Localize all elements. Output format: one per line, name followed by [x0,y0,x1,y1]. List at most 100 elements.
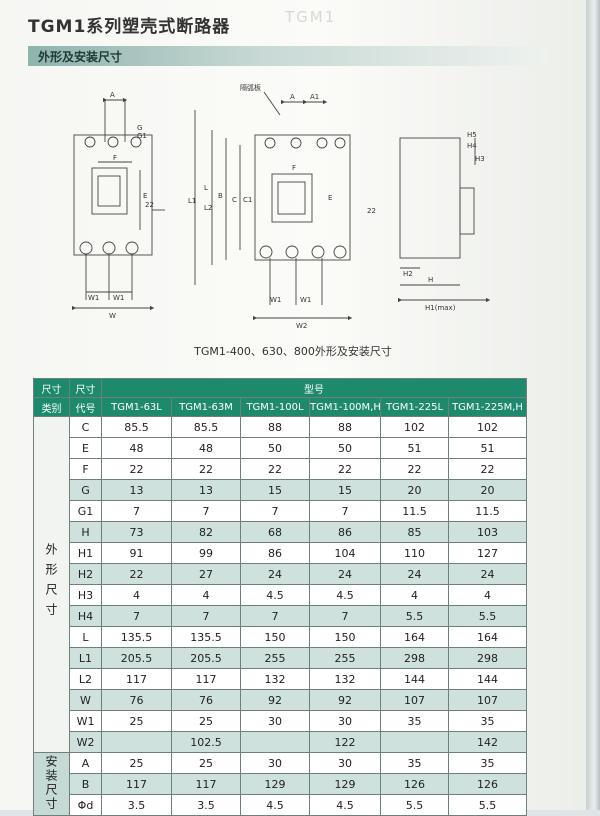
value-cell: 11.5 [448,500,527,522]
model-col: TGM1-63M [171,397,241,417]
value-cell: 15 [309,479,381,501]
svg-text:W1: W1 [270,296,281,304]
corner-bot-b: 代号 [69,397,102,417]
value-cell: 7 [171,605,241,627]
table-row: W1 25 25 30 30 35 35 [34,710,527,732]
table-row: B 117 117 129 129 126 126 [34,773,527,795]
value-cell: 4 [101,584,172,606]
model-col: TGM1-100M,H [309,397,381,417]
value-cell: 24 [309,563,381,585]
value-cell: 82 [171,521,241,543]
value-cell: 35 [448,710,527,732]
value-cell: 117 [171,668,241,690]
breaker-handle-window [91,167,128,215]
svg-text:F: F [113,154,117,162]
value-cell: 27 [171,563,241,585]
value-cell: 205.5 [101,647,172,669]
value-cell: 4 [380,584,449,606]
value-cell: 255 [240,647,310,669]
value-cell: 298 [448,647,527,669]
value-cell: 3.5 [171,794,241,816]
value-cell: 7 [309,605,381,627]
value-cell: 76 [101,689,172,711]
svg-text:W2: W2 [296,322,307,330]
value-cell: 150 [240,626,310,648]
table-row: F 22 22 22 22 22 22 [34,458,527,480]
table-row: H1 91 99 86 104 110 127 [34,542,527,564]
param-cell: H3 [69,584,102,606]
value-cell: 30 [240,710,310,732]
model-header: 型号 [101,378,527,398]
value-cell: 73 [101,521,172,543]
model-col: TGM1-225L [380,397,449,417]
param-cell: C [69,416,102,438]
table-row: L 135.5 135.5 150 150 164 164 [34,626,527,648]
table-row: H4 7 7 7 7 5.5 5.5 [34,605,527,627]
value-cell: 102 [380,416,449,438]
svg-text:H3: H3 [475,155,485,163]
value-cell: 144 [448,668,527,690]
value-cell: 99 [171,542,241,564]
page-title: TGM1系列塑壳式断路器 [28,17,231,37]
value-cell: 4 [171,584,241,606]
category-mount: 安装尺寸 [33,752,70,816]
param-cell: H4 [69,605,102,627]
value-cell: 25 [101,752,172,774]
value-cell: 30 [309,710,381,732]
value-cell: 7 [171,500,241,522]
svg-text:A1: A1 [310,93,319,101]
value-cell: 126 [448,773,527,795]
value-cell: 35 [380,752,449,774]
value-cell: 50 [309,437,381,459]
table-row: 外形尺寸 C 85.5 85.5 88 88 102 102 [33,416,527,753]
value-cell: 92 [309,689,381,711]
value-cell: 85.5 [171,416,241,438]
value-cell: 7 [240,605,310,627]
figure-caption: TGM1-400、630、800外形及安装尺寸 [194,345,392,358]
value-cell: 51 [380,437,449,459]
value-cell: 5.5 [380,794,449,816]
value-cell: 22 [101,563,172,585]
table-row: L1 205.5 205.5 255 255 298 298 [34,647,527,669]
table-row: H 73 82 68 86 85 103 [34,521,527,543]
section-heading: 外形及安装尺寸 [38,50,123,64]
svg-text:L: L [204,184,208,192]
svg-text:G: G [137,124,142,132]
param-cell: Φd [69,794,102,816]
value-cell: 144 [380,668,449,690]
svg-text:W1: W1 [300,296,311,304]
value-cell: 117 [101,668,172,690]
model-col: TGM1-63L [101,397,172,417]
param-cell: E [69,437,102,459]
param-cell: H1 [69,542,102,564]
value-cell: 5.5 [448,605,527,627]
value-cell: 25 [171,752,241,774]
value-cell: 20 [448,479,527,501]
value-cell: 5.5 [448,794,527,816]
value-cell: 117 [171,773,241,795]
section-bar [28,46,548,66]
value-cell: 22 [309,458,381,480]
value-cell: 30 [240,752,310,774]
value-cell: 15 [240,479,310,501]
value-cell: 13 [171,479,241,501]
value-cell: 129 [240,773,310,795]
value-cell: 13 [101,479,172,501]
value-cell: 35 [448,752,527,774]
svg-text:隔弧板: 隔弧板 [240,83,261,92]
value-cell: 76 [171,689,241,711]
param-cell: F [69,458,102,480]
param-cell: G [69,479,102,501]
param-cell: A [69,752,102,774]
value-cell: 107 [448,689,527,711]
svg-text:W: W [109,312,116,320]
value-cell: 48 [171,437,241,459]
value-cell: 11.5 [380,500,449,522]
value-cell: 107 [380,689,449,711]
svg-text:C1: C1 [243,196,252,204]
value-cell: 92 [240,689,310,711]
corner-top-a: 尺寸 [33,378,70,398]
param-cell: L2 [69,668,102,690]
svg-text:H2: H2 [403,270,413,278]
param-cell: L [69,626,102,648]
